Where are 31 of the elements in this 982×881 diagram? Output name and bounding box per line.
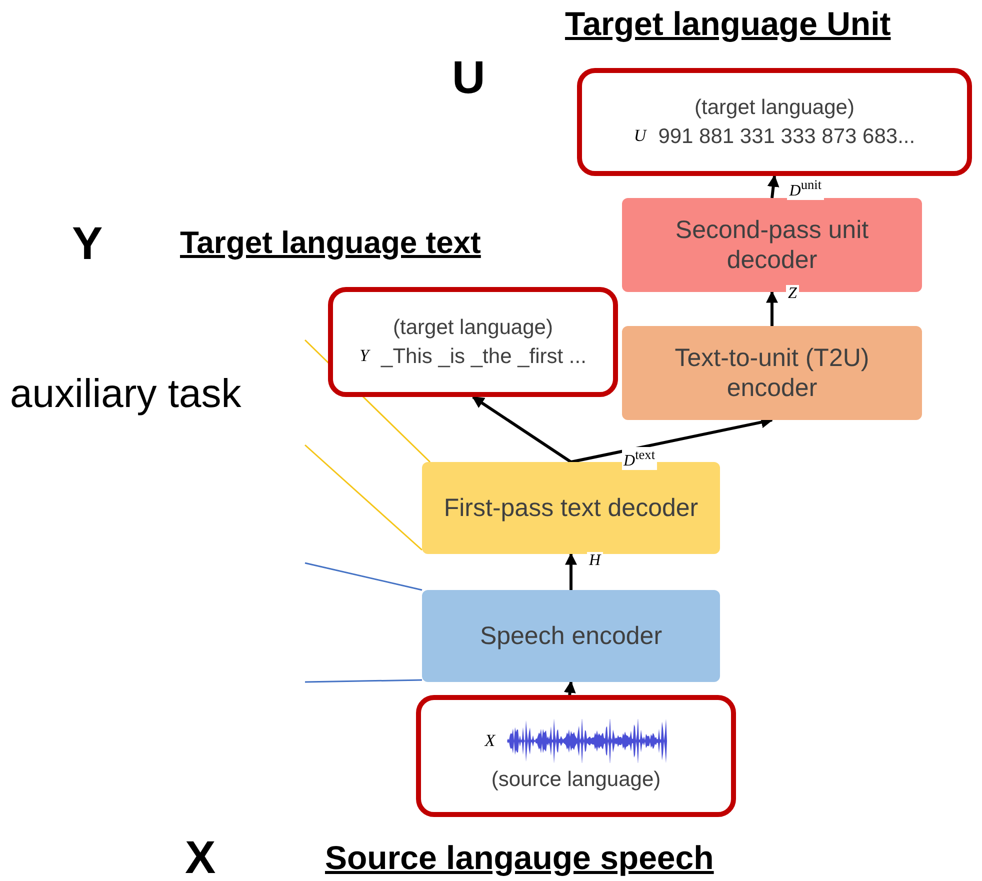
heading: Target language text [180,226,481,260]
output-box [328,287,618,397]
block-title: First-pass text decoder [444,493,698,523]
variable-letter: Y [72,218,103,269]
encoder-box [622,326,922,420]
variable-symbol: X [484,731,496,752]
edge-label: D$^{text}$ [622,447,658,470]
variable-letter: X [185,832,216,881]
variable-letter: U [452,52,486,103]
language-note: (target language) [694,94,854,120]
encoder-box [422,590,720,682]
annotation: auxiliary task [10,372,242,416]
arrow [564,680,576,696]
arrow [766,290,778,326]
heading: Target language Unit [565,6,891,42]
output-box [577,68,972,176]
variable-symbol: Y [360,346,370,367]
arrow [565,552,577,590]
edge-label: D$^{unit}$ [787,177,824,200]
token-sequence: (source language) [491,767,661,793]
block-title: Second-pass unit decoder [674,215,870,275]
variable-symbol: U [634,126,646,147]
heading: Source langauge speech [325,840,714,876]
arrow [472,396,572,464]
language-note: (target language) [393,314,553,340]
block-title: Text-to-unit (T2U) encoder [674,343,870,403]
input-box [416,695,736,817]
arrow [767,174,780,198]
token-sequence: 991 881 331 333 873 683... [658,124,916,150]
block-title: Speech encoder [480,621,662,651]
token-sequence: _This _is _the _first ... [381,344,586,370]
